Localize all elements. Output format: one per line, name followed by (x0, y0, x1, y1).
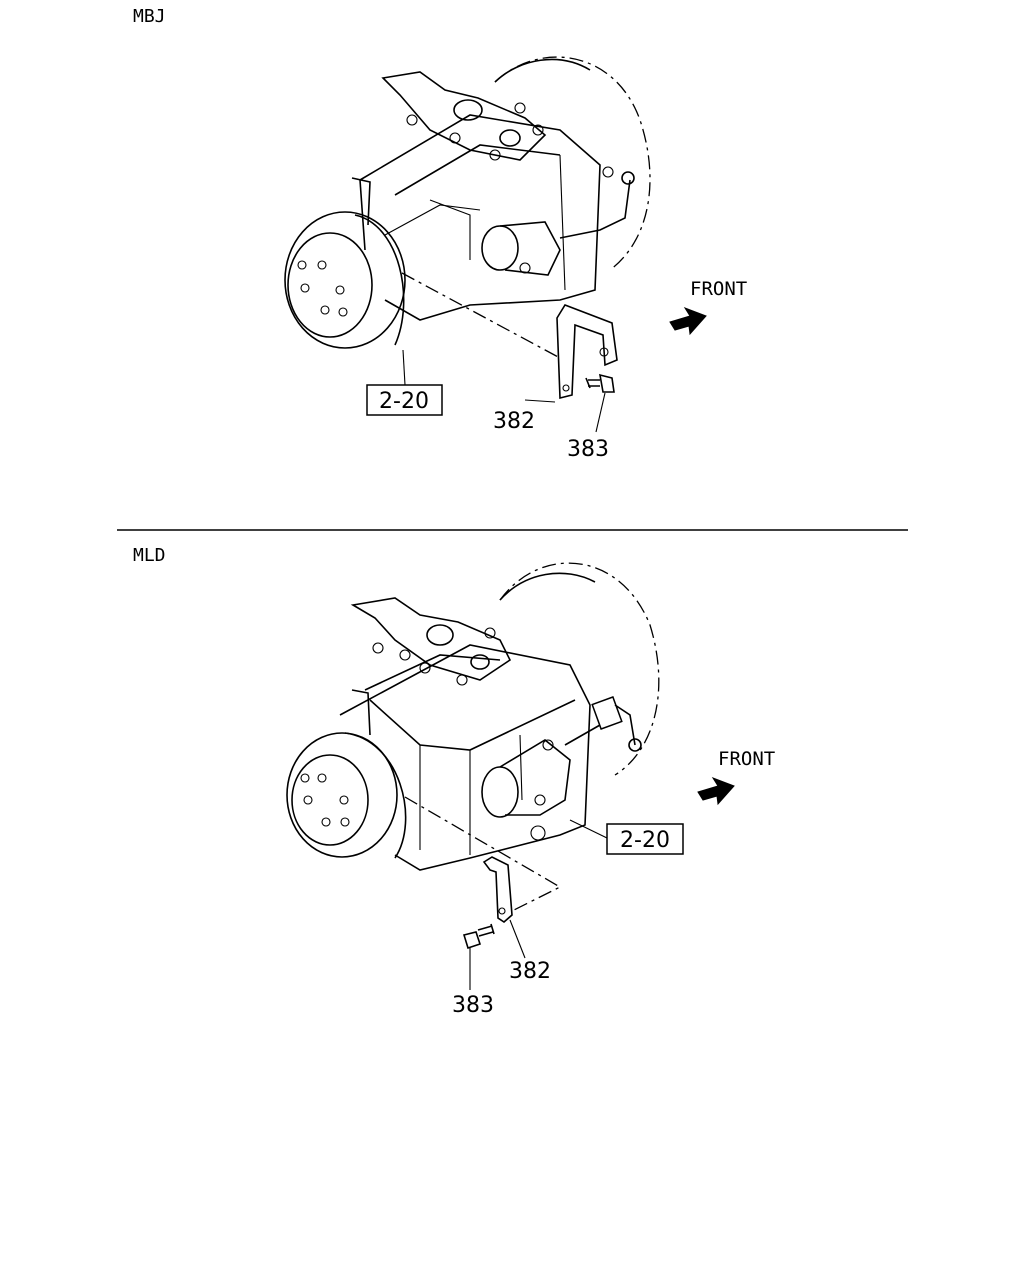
callout-382: 382 (509, 959, 551, 984)
section-mbj: MBJ (133, 6, 747, 462)
callout-383: 383 (567, 437, 609, 462)
reference-box[interactable] (366, 384, 443, 416)
bolt-383-part (462, 923, 495, 950)
leader-ref-box (569, 819, 608, 839)
assembly-leader-line (404, 796, 562, 913)
leader-382 (509, 919, 526, 959)
reference-box[interactable] (606, 823, 684, 855)
front-label: FRONT (690, 278, 747, 300)
leader-383 (595, 392, 606, 433)
reference-box-label: 2-20 (620, 828, 670, 853)
callout-383: 383 (452, 993, 494, 1018)
front-label: FRONT (718, 748, 775, 770)
callout-382: 382 (493, 409, 535, 434)
leader-382 (524, 399, 556, 403)
section-mld: MLD (133, 545, 775, 1018)
bolt-383-part (585, 373, 615, 393)
bracket-382-part (482, 856, 513, 924)
front-arrow-icon (669, 307, 707, 336)
reference-box-label: 2-20 (379, 389, 429, 414)
front-arrow-icon (697, 777, 735, 806)
transmission-assembly-illustration (284, 56, 651, 349)
section-code-mbj: MBJ (133, 6, 166, 27)
assembly-leader-line (401, 272, 561, 359)
bracket-382-part (556, 304, 618, 400)
leader-ref-box (402, 349, 406, 386)
section-code-mld: MLD (133, 545, 166, 566)
transmission-assembly-illustration (286, 562, 660, 871)
